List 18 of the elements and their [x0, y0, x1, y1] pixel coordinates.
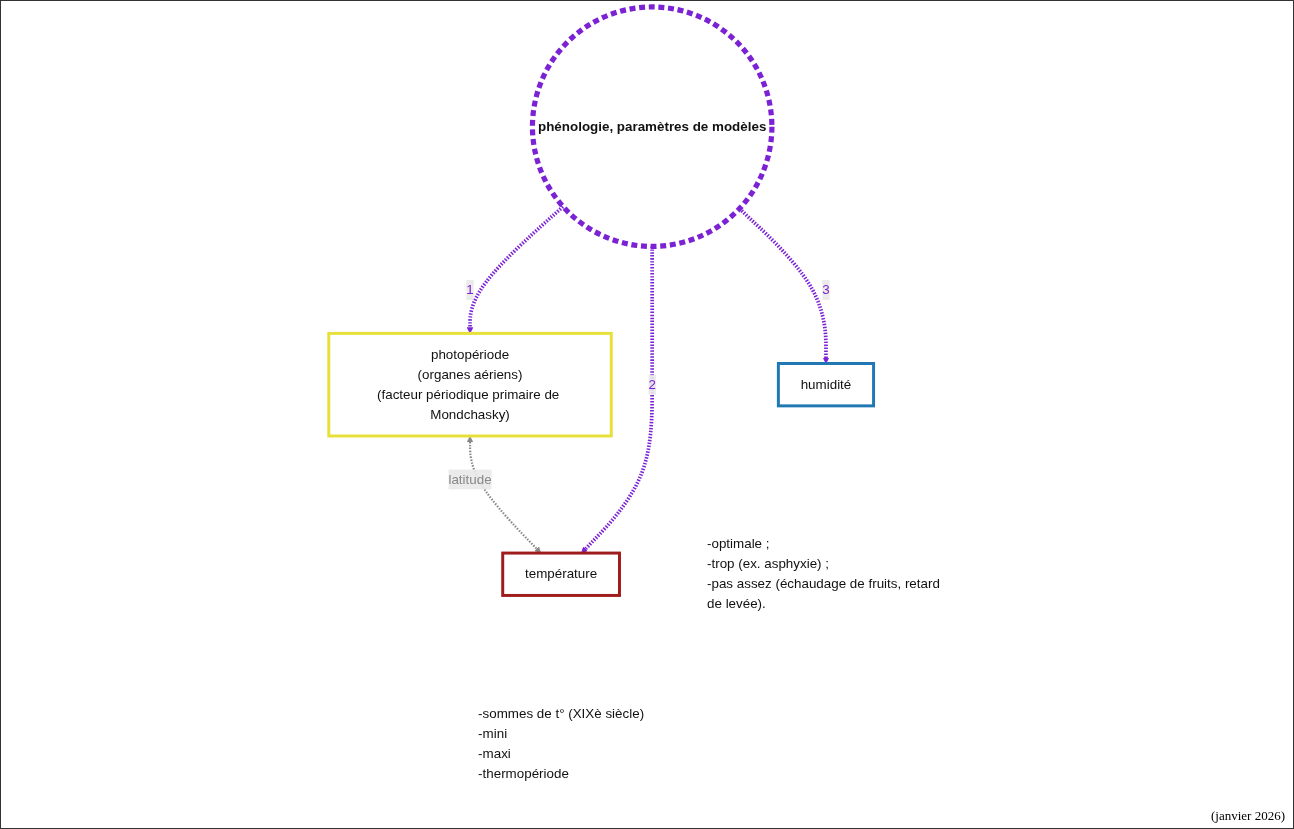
edge-label: 1	[466, 282, 474, 297]
node-label: -optimale ;	[707, 536, 770, 552]
node-label: -maxi	[478, 745, 511, 761]
node-label: -thermopériode	[478, 766, 569, 781]
credit-note: (janvier 2026)	[1211, 808, 1285, 823]
edge-label: 2	[648, 376, 656, 392]
node-box: humidité	[776, 362, 876, 408]
node-circle: phénologie, paramètres de modèles	[529, 4, 775, 249]
node-label: -mini	[478, 725, 508, 741]
edge-label: latitude	[448, 471, 492, 487]
edge-label: 3	[822, 282, 830, 297]
node-label: -trop (ex. asphyxie) ;	[707, 556, 829, 572]
node-label: -sommes de t° (XIXè siècle)	[478, 705, 645, 721]
node-box: photopériode (organes aériens) (facteur périodique primaire de Mondchasky)	[327, 331, 613, 438]
node-box: température	[501, 551, 621, 597]
arrow	[466, 436, 542, 554]
node-label: -pas assez (échaudage de fruits, retard de levée).	[707, 576, 940, 612]
arrow	[738, 207, 830, 364]
